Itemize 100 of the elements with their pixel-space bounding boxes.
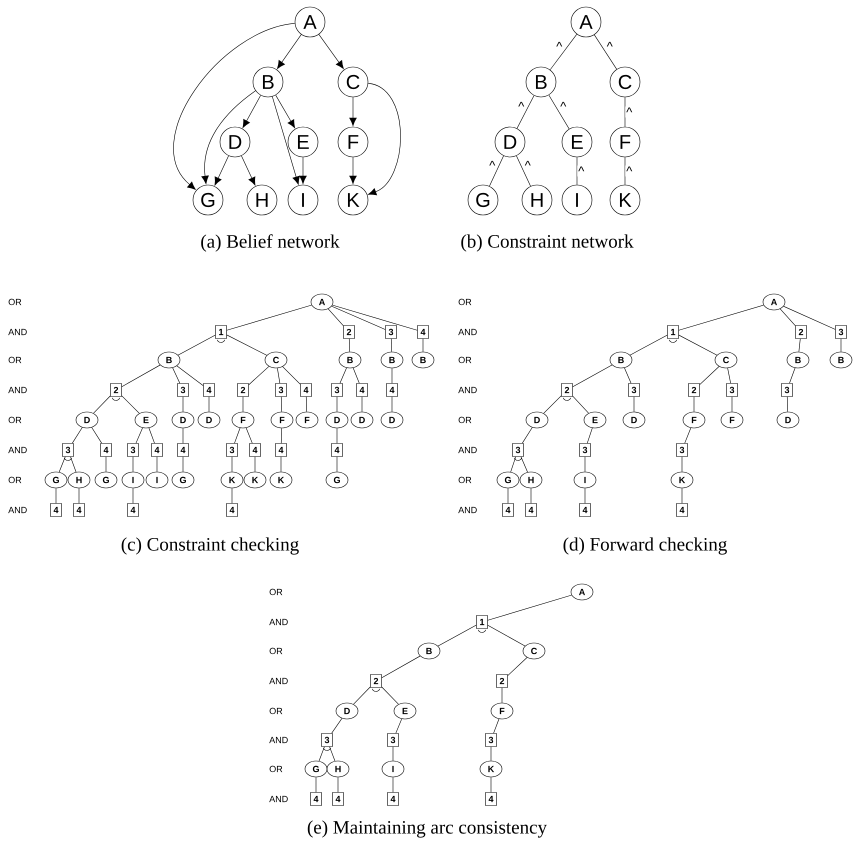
connector-line	[798, 338, 801, 352]
and-node-box: 3	[331, 383, 343, 397]
connector-line	[331, 718, 342, 734]
connector-line	[684, 428, 692, 444]
subfigure-caption: (b) Constraint network	[461, 234, 634, 252]
connector-line	[352, 368, 360, 384]
arrow	[242, 95, 261, 128]
arrow	[299, 157, 307, 184]
level-label: OR	[270, 766, 282, 772]
and-node-box: 4	[356, 383, 368, 397]
connector-line	[336, 396, 338, 412]
connector-line	[594, 34, 617, 70]
and-node-box: 3	[781, 383, 793, 397]
level-label: OR	[8, 476, 22, 484]
and-node-box: 4	[485, 792, 497, 806]
level-label: OR	[8, 298, 22, 306]
and-node-box: 3	[676, 443, 688, 457]
and-node-box: 3	[226, 443, 238, 457]
connector-line	[490, 746, 492, 761]
connector-line	[520, 456, 528, 472]
level-label: AND	[8, 446, 27, 454]
connector-line	[280, 456, 282, 472]
connector-line	[493, 718, 500, 734]
subfigure-caption: (a) Belief network	[201, 234, 340, 252]
edge-label: ^	[560, 102, 566, 107]
and-node-box: 2	[561, 383, 573, 397]
level-label: OR	[270, 648, 282, 654]
connector-line	[630, 334, 668, 356]
and-node-box: 2	[370, 674, 382, 688]
connector-line	[678, 334, 718, 356]
connector-line	[318, 746, 325, 762]
level-label: OR	[270, 588, 282, 596]
connector-line	[438, 624, 476, 646]
connector-line	[516, 95, 534, 129]
and-node-box: 4	[73, 503, 85, 517]
and-node-box: 4	[177, 443, 189, 457]
level-label: OR	[458, 356, 472, 364]
connector-line	[234, 428, 240, 444]
connector-line	[254, 456, 256, 472]
connector-line	[530, 488, 532, 504]
connector-line	[543, 396, 562, 414]
and-node-box: 3	[835, 325, 847, 339]
and-node-box: 3	[385, 325, 397, 339]
arrow	[368, 83, 401, 196]
and-node-box: 3	[387, 733, 399, 747]
connector-line	[148, 428, 155, 444]
arrow	[241, 156, 256, 186]
arrow	[174, 23, 296, 190]
edge-label: ^	[556, 42, 562, 47]
and-node-box: 4	[127, 503, 139, 517]
connector-line	[584, 456, 586, 472]
and-node-box: 1	[215, 325, 227, 339]
connector-line	[78, 488, 80, 504]
connector-line	[282, 366, 300, 384]
and-node-box: 4	[676, 503, 688, 517]
arrow	[277, 34, 302, 69]
arrow	[318, 34, 344, 69]
and-node-box: 2	[688, 383, 700, 397]
connector-line	[93, 396, 110, 414]
and-node-box: 4	[203, 383, 215, 397]
and-node-box: 4	[331, 443, 343, 457]
arrow	[349, 97, 357, 126]
connector-line	[178, 334, 216, 356]
connector-line	[122, 396, 140, 414]
edge-label: ^	[489, 160, 496, 166]
connector-line	[396, 718, 402, 734]
and-node-box: 4	[50, 503, 62, 517]
connector-line	[488, 594, 572, 621]
and-node-box: 3	[127, 443, 139, 457]
connector-line	[136, 428, 143, 444]
connector-line	[572, 364, 612, 388]
arrow	[214, 156, 229, 186]
connector-line	[624, 368, 632, 384]
and-node-box: 4	[417, 325, 429, 339]
and-node-box: 3	[62, 443, 74, 457]
arrow	[272, 96, 300, 185]
connector-line	[72, 427, 83, 444]
and-node-box: 2	[237, 383, 249, 397]
and-node-box: 2	[795, 325, 807, 339]
connector-line	[156, 456, 158, 472]
connector-line	[336, 456, 338, 472]
connector-line	[789, 368, 796, 384]
subfigure-caption: (d) Forward checking	[564, 537, 727, 555]
edge-label: ^	[606, 42, 613, 47]
connector-line	[182, 456, 184, 472]
connector-line	[584, 488, 586, 504]
level-label: AND	[458, 328, 477, 336]
edge-label: ^	[626, 108, 632, 112]
connector-line	[280, 428, 282, 444]
connector-line	[132, 456, 134, 472]
and-node-box: 3	[177, 383, 189, 397]
connector-line	[678, 304, 764, 331]
and-node-box: 1	[476, 615, 488, 629]
connector-line	[700, 366, 720, 385]
arrow	[201, 90, 256, 184]
connector-line	[172, 368, 180, 384]
connector-line	[226, 334, 267, 356]
and-node-box: 3	[321, 733, 333, 747]
connector-line	[306, 396, 308, 412]
connector-line	[348, 338, 350, 352]
